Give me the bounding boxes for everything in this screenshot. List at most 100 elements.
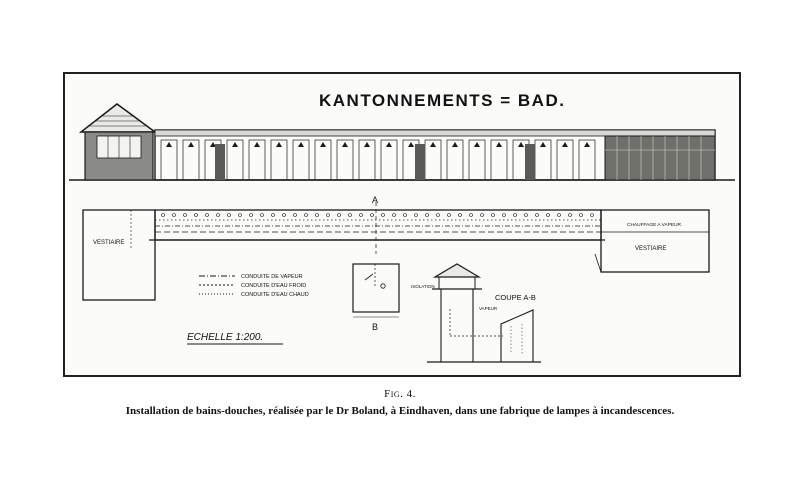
- shower-head: [518, 142, 524, 147]
- shower-point: [502, 213, 506, 217]
- legend-chaud: CONDUITE D'EAU CHAUD: [241, 292, 309, 298]
- shower-point: [392, 213, 396, 217]
- technical-drawing: KANTONNEMENTS = BAD.: [69, 91, 735, 363]
- shower-point: [414, 213, 418, 217]
- shower-head: [540, 142, 546, 147]
- shower-point: [227, 213, 231, 217]
- shower-point: [249, 213, 253, 217]
- figure-number: Fig. 4.: [384, 388, 416, 400]
- shower-head: [342, 142, 348, 147]
- shower-point: [436, 213, 440, 217]
- shower-head: [166, 142, 172, 147]
- section-b-label: B: [372, 322, 378, 332]
- shower-head: [276, 142, 282, 147]
- shower-head: [188, 142, 194, 147]
- cabin-door: [336, 139, 354, 181]
- legend-vapeur: CONDUITE DE VAPEUR: [241, 274, 303, 280]
- shower-point: [535, 213, 539, 217]
- tree-shadow: [215, 144, 225, 180]
- shower-point: [546, 213, 550, 217]
- cabin-door: [556, 139, 574, 181]
- shower-point: [172, 213, 176, 217]
- figure-caption: Installation de bains-douches, réalisée …: [125, 405, 675, 417]
- vestiaire-right-label: VESTIAIRE: [635, 246, 666, 252]
- shower-point: [381, 213, 385, 217]
- shower-point: [447, 213, 451, 217]
- shower-head: [232, 142, 238, 147]
- shower-head: [584, 142, 590, 147]
- shower-cabins: [160, 139, 596, 181]
- shower-head: [452, 142, 458, 147]
- legend-froid: CONDUITE D'EAU FROID: [241, 283, 306, 289]
- cabin-door: [468, 139, 486, 181]
- shower-head: [408, 142, 414, 147]
- chauffage-label: CHAUFFAGE A VAPEUR: [627, 222, 682, 228]
- vestiaire-left-label: VESTIAIRE: [93, 240, 124, 246]
- cabin-door: [160, 139, 178, 181]
- shower-head: [254, 142, 260, 147]
- shower-point: [205, 213, 209, 217]
- isolation-label: ISOLATION: [411, 284, 435, 289]
- shower-point: [183, 213, 187, 217]
- shower-point: [161, 213, 165, 217]
- section-a-label: A: [372, 195, 378, 205]
- shower-point: [513, 213, 517, 217]
- shower-head: [474, 142, 480, 147]
- shower-point: [557, 213, 561, 217]
- shower-point: [579, 213, 583, 217]
- shower-point: [491, 213, 495, 217]
- cabin-door: [446, 139, 464, 181]
- cabin-door: [226, 139, 244, 181]
- cabin-door: [292, 139, 310, 181]
- cabin-door: [578, 139, 596, 181]
- shower-point: [480, 213, 484, 217]
- cabin-door: [182, 139, 200, 181]
- drawing-title: KANTONNEMENTS = BAD.: [319, 91, 565, 110]
- shower-head: [320, 142, 326, 147]
- shower-point: [590, 213, 594, 217]
- shower-point: [238, 213, 242, 217]
- shower-point: [359, 213, 363, 217]
- shower-point: [568, 213, 572, 217]
- shower-point: [403, 213, 407, 217]
- shower-point: [271, 213, 275, 217]
- shower-point: [458, 213, 462, 217]
- shower-head: [386, 142, 392, 147]
- shower-point: [326, 213, 330, 217]
- shower-point: [370, 213, 374, 217]
- cabin-plan: [352, 263, 400, 318]
- shower-point: [425, 213, 429, 217]
- legend: [199, 275, 235, 295]
- shower-point: [348, 213, 352, 217]
- shower-point: [194, 213, 198, 217]
- plan-view: [82, 202, 710, 301]
- section-ab-drawing: [427, 263, 541, 363]
- cabin-door: [248, 139, 266, 181]
- shower-point: [282, 213, 286, 217]
- shower-point: [524, 213, 528, 217]
- shower-point: [315, 213, 319, 217]
- vapeur-label: VAPEUR: [479, 306, 498, 311]
- shower-head: [562, 142, 568, 147]
- shower-head: [364, 142, 370, 147]
- shower-head: [496, 142, 502, 147]
- tree-shadow: [415, 144, 425, 180]
- scale-label: ECHELLE 1:200.: [187, 332, 263, 343]
- tree-shadow: [525, 144, 535, 180]
- elevation-view: [69, 103, 735, 181]
- shower-head: [210, 142, 216, 147]
- shower-head: [430, 142, 436, 147]
- shower-point: [260, 213, 264, 217]
- shower-point: [337, 213, 341, 217]
- cabin-door: [358, 139, 376, 181]
- coupe-label: COUPE A-B: [495, 293, 536, 302]
- cabin-door: [270, 139, 288, 181]
- drawing-plate: KANTONNEMENTS = BAD.: [63, 72, 741, 377]
- shower-point: [216, 213, 220, 217]
- shower-point: [293, 213, 297, 217]
- cabin-door: [314, 139, 332, 181]
- shower-fixtures: [161, 213, 594, 217]
- shower-head: [298, 142, 304, 147]
- shower-point: [469, 213, 473, 217]
- shower-point: [304, 213, 308, 217]
